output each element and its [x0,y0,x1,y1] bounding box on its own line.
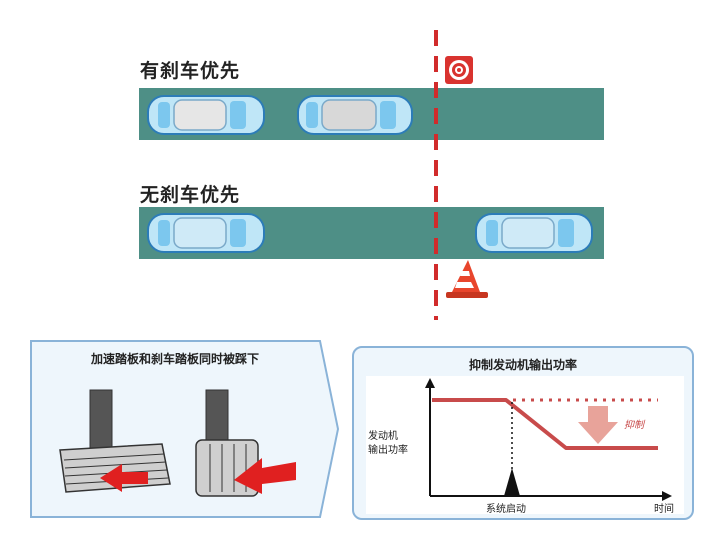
engine-output-chart [425,378,672,501]
x-axis-label: 时间 [654,504,674,515]
target-icon [445,56,473,84]
engine-output-panel: 抑制发动机输出功率 发动机 输出功率 系统启动 时间 抑制 [352,346,694,520]
lane-label-without-brake-priority: 无刹车优先 [140,184,241,206]
accelerator-pedal-icon [59,389,171,493]
pedal-panel: 加速踏板和刹车踏板同时被踩下 [30,340,340,518]
engine-output-chart-area: 发动机 输出功率 系统启动 时间 抑制 [366,376,684,515]
engine-output-panel-title: 抑制发动机输出功率 [468,358,577,372]
event-label: 系统启动 [486,504,526,515]
suppress-label: 抑制 [624,420,644,431]
y-axis-label: 发动机 输出功率 [368,431,408,456]
traffic-cone-icon [446,260,488,298]
car-icon [147,95,265,135]
brake-pedal-icon [195,389,296,497]
pedal-panel-title: 加速踏板和刹车踏板同时被踩下 [90,352,259,366]
car-icon [475,213,593,253]
car-icon [147,213,265,253]
car-icon [297,95,413,135]
lane-label-with-brake-priority: 有刹车优先 [140,60,241,82]
stop-line-dashed [434,30,438,320]
